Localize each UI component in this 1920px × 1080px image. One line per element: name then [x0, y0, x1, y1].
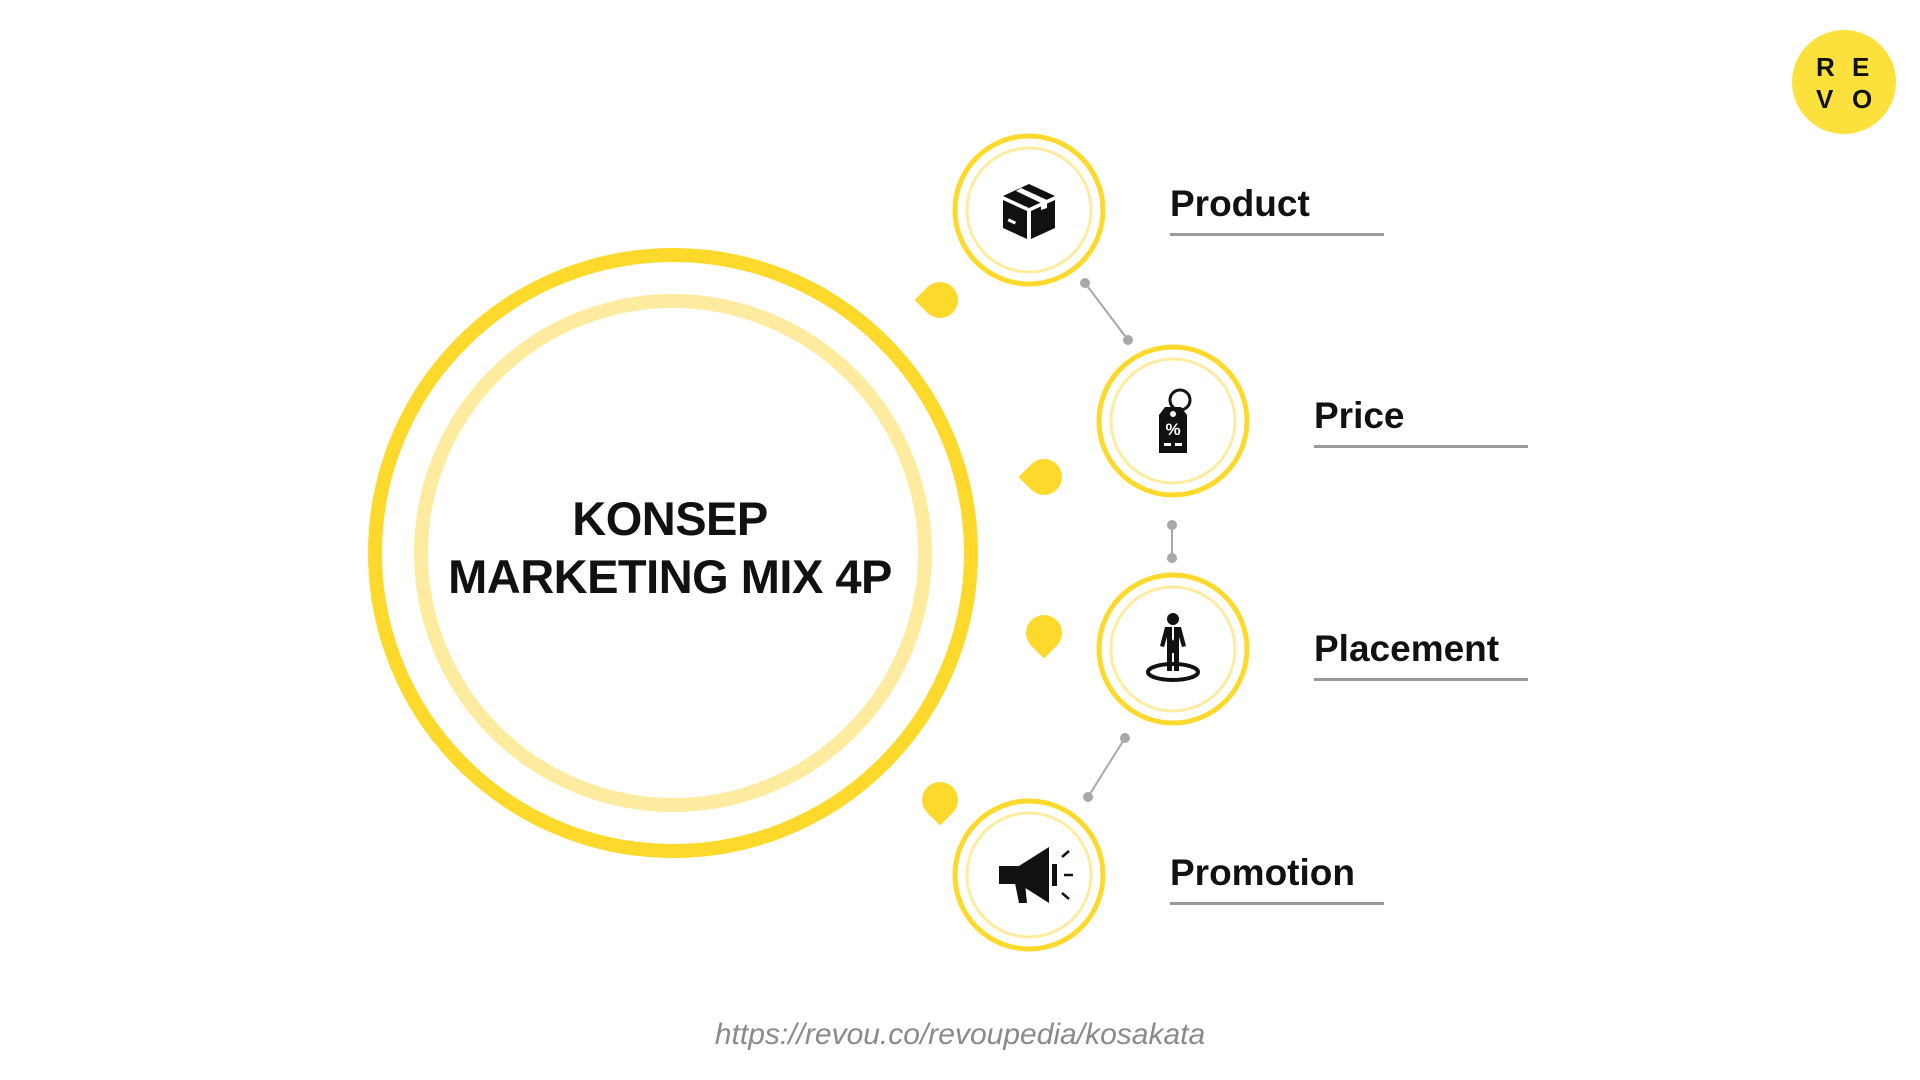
- megaphone-icon: [999, 847, 1073, 903]
- label-price: Price: [1314, 395, 1405, 436]
- source-url: https://revou.co/revoupedia/kosakata: [714, 1018, 1206, 1051]
- diagram-title: KONSEP MARKETING MIX 4P: [370, 490, 970, 606]
- connector-3: [1083, 733, 1130, 802]
- label-promotion: Promotion: [1170, 852, 1355, 893]
- node-price: %: [1096, 344, 1250, 498]
- yellow-drop-2: [1018, 459, 1062, 495]
- underline-price: [1314, 445, 1528, 448]
- logo-letter-v: V: [1816, 84, 1834, 114]
- label-placement: Placement: [1314, 628, 1500, 669]
- yellow-drop-4: [922, 782, 958, 826]
- connector-1: [1080, 278, 1133, 345]
- yellow-drop-3: [1026, 615, 1062, 659]
- title-line-2: MARKETING MIX 4P: [448, 550, 892, 603]
- title-line-1: KONSEP: [572, 492, 768, 545]
- node-promotion: [952, 798, 1106, 952]
- logo-letter-o: O: [1852, 84, 1873, 114]
- revou-logo: R E V O: [1792, 30, 1896, 134]
- person-on-spot-icon: [1146, 613, 1200, 682]
- underline-placement: [1314, 678, 1528, 681]
- svg-text:%: %: [1165, 420, 1180, 439]
- underline-product: [1170, 233, 1384, 236]
- logo-letter-r: R: [1816, 52, 1835, 82]
- logo-letter-e: E: [1852, 52, 1870, 82]
- label-product: Product: [1170, 183, 1310, 224]
- connector-2: [1167, 520, 1177, 563]
- node-product: [952, 133, 1106, 287]
- central-circle: [368, 248, 978, 858]
- node-placement: [1096, 572, 1250, 726]
- yellow-drop-1: [914, 282, 958, 318]
- underline-promotion: [1170, 902, 1384, 905]
- price-tag-icon: %: [1159, 388, 1192, 453]
- box-icon: [1003, 184, 1055, 239]
